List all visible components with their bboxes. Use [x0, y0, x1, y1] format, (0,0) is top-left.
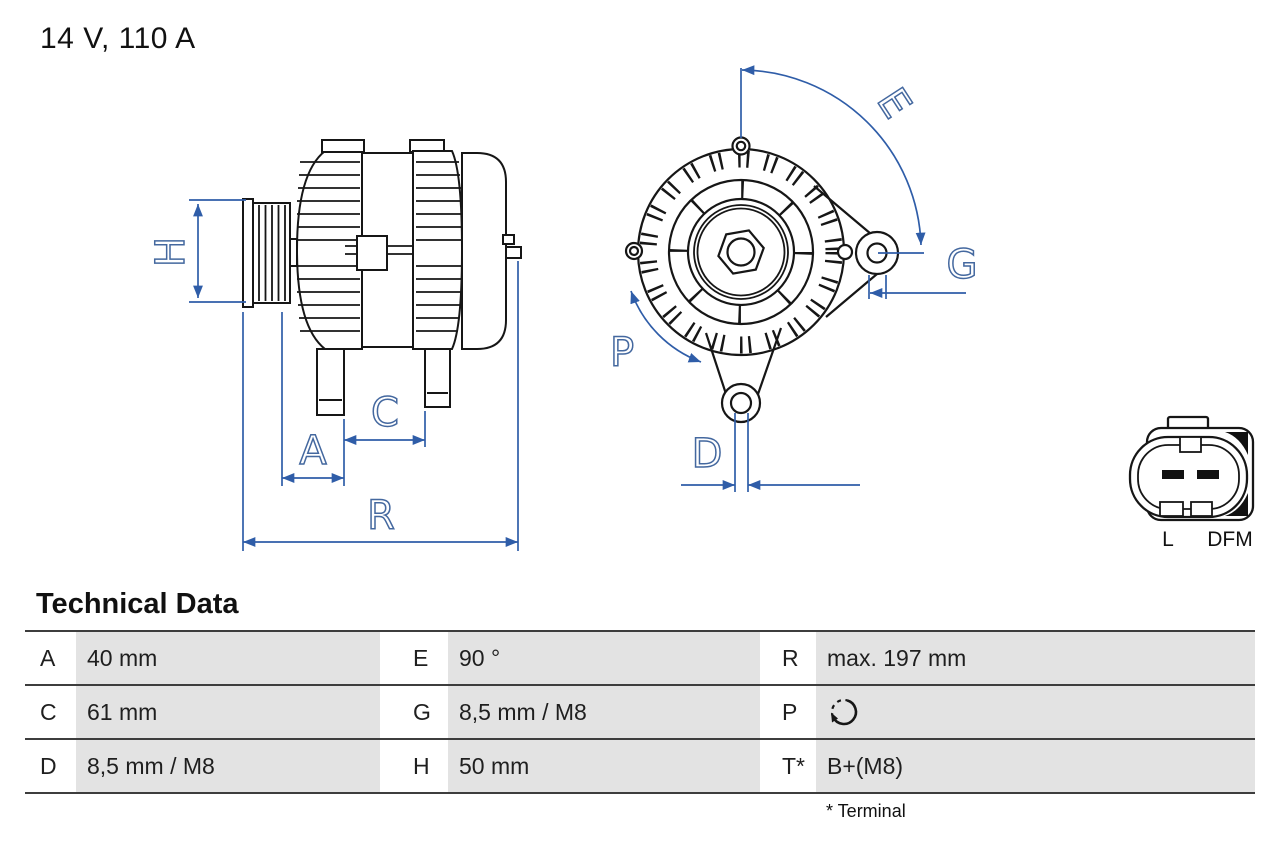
bottom-mounting-lug [704, 327, 783, 424]
front-view-dimensions [630, 65, 966, 492]
table-cell-label: R [760, 632, 816, 684]
table-cell-label: H [380, 740, 448, 792]
table-cell-label: T* [760, 740, 816, 792]
table-cell-label: C [25, 686, 76, 738]
table-cell-label: G [380, 686, 448, 738]
top-ear [731, 136, 751, 156]
dimension-label-g: G [947, 242, 978, 288]
table-cell-value: 90 ° [448, 632, 760, 684]
table-cell-label: A [25, 632, 76, 684]
table-cell-value: max. 197 mm [816, 632, 1255, 684]
connector-pin-l [1162, 470, 1184, 479]
terminal-footnote: * Terminal [826, 801, 906, 821]
rotation-direction-icon [830, 698, 858, 726]
technical-data-heading: Technical Data [36, 588, 239, 620]
dimension-label-p: P [610, 330, 634, 376]
table-row: A 40 mm E 90 ° R max. 197 mm [25, 632, 1255, 686]
terminal-studs [502, 234, 522, 259]
table-cell-label: P [760, 686, 816, 738]
vent-slot-ring [639, 150, 843, 354]
table-cell-value-rotation [816, 686, 1255, 738]
table-cell-label: D [25, 740, 76, 792]
rear-cover [461, 152, 507, 350]
rear-bracket [412, 150, 464, 350]
connector-plug-diagram [1128, 415, 1255, 522]
table-cell-value: 8,5 mm / M8 [448, 686, 760, 738]
connector-pin-dfm [1197, 470, 1219, 479]
table-row: D 8,5 mm / M8 H 50 mm T* B+(M8) [25, 740, 1255, 794]
pulley [242, 198, 298, 308]
table-cell-value: 40 mm [76, 632, 380, 684]
table-cell-value: 61 mm [76, 686, 380, 738]
corner-key-top-right [1225, 432, 1248, 455]
voltage-amperage-title: 14 V, 110 A [40, 22, 196, 55]
table-row: C 61 mm G 8,5 mm / M8 P [25, 686, 1255, 740]
table-cell-value: 50 mm [448, 740, 760, 792]
alternator-front-view [624, 136, 900, 424]
corner-key-bottom-right [1225, 493, 1248, 516]
alternator-technical-drawing: H A C R [147, 65, 1255, 551]
dimension-label-c: C [371, 390, 399, 436]
table-cell-value: B+(M8) [816, 740, 1255, 792]
mounting-feet [316, 348, 451, 416]
stator-segment-ring [669, 180, 813, 324]
front-bracket [295, 150, 363, 350]
table-cell-label: E [380, 632, 448, 684]
left-ear [624, 241, 644, 261]
dimension-label-a: A [299, 428, 327, 474]
connector-pin-label-dfm: DFM [1207, 528, 1253, 551]
dimension-label-h: H [148, 237, 194, 267]
connector-pin-label-l: L [1162, 528, 1174, 551]
shaft-nut [717, 229, 765, 275]
dimension-label-r: R [367, 493, 395, 539]
table-cell-value: 8,5 mm / M8 [76, 740, 380, 792]
technical-data-table: A 40 mm E 90 ° R max. 197 mm C 61 mm G 8… [25, 630, 1255, 794]
alternator-side-view [242, 139, 522, 416]
dimension-label-e: E [868, 80, 920, 126]
side-view-dimensions [189, 199, 519, 551]
dimension-label-d: D [692, 431, 723, 477]
